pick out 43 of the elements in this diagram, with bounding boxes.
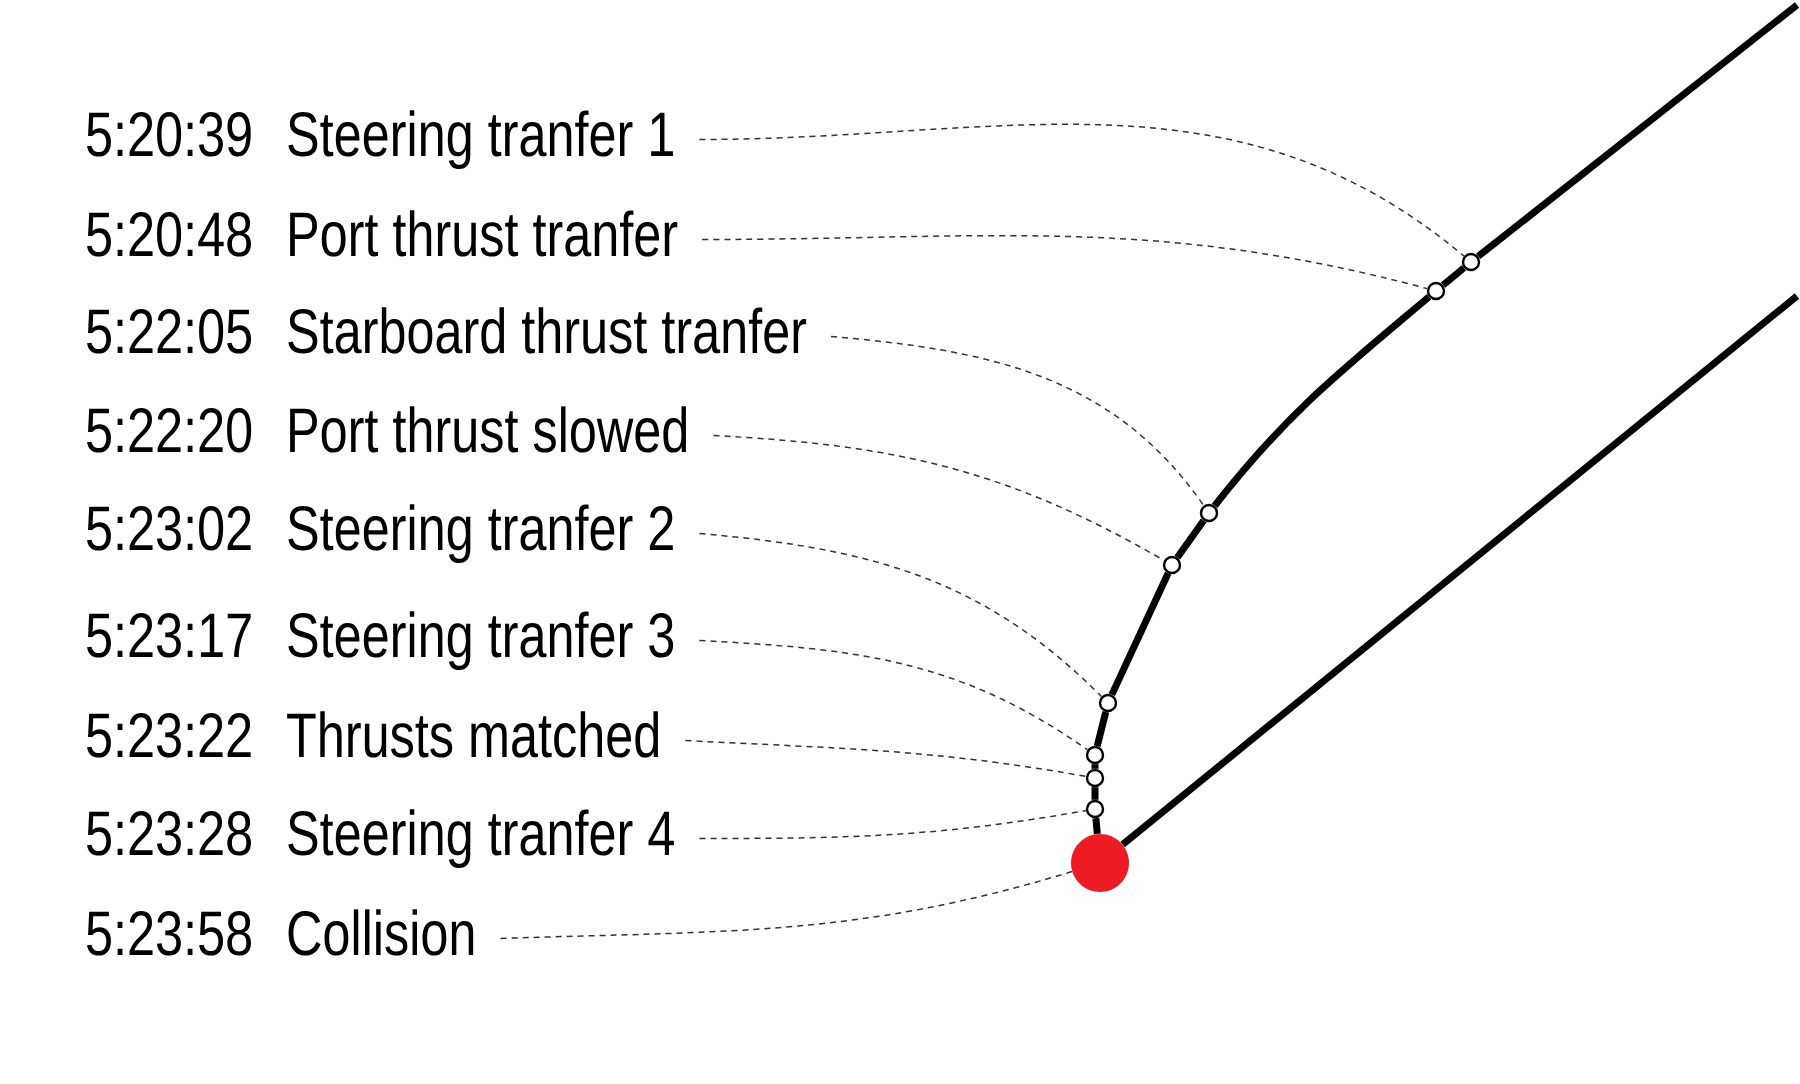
event-label: Port thrust tranfer [290,210,678,257]
ship-track [1120,293,1800,848]
time-label: 5:23:58 [87,911,251,956]
leader-line [698,809,1087,840]
leader-line [830,335,1205,507]
event-marker [1085,745,1105,765]
event-marker [1199,503,1219,523]
time-label: 5:20:48 [87,212,251,257]
time-label: 5:22:05 [87,309,252,354]
time-label: 5:23:02 [87,506,251,551]
leader-line [698,639,1089,751]
event-label: Steering tranfer 4 [288,809,674,869]
ship-track [1174,518,1207,560]
event-marker [1162,555,1182,575]
leader-line [701,234,1428,290]
event-label: Port thrust slowed [290,406,687,453]
collision-dot [1071,834,1129,892]
event-marker [1085,799,1105,819]
time-label: 5:23:28 [87,811,251,856]
leader-line [499,870,1073,940]
event-marker [1098,693,1118,713]
leader-line [698,123,1465,257]
event-label: Steering tranfer 1 [288,110,673,170]
ship-track [1211,294,1432,508]
event-marker [1426,281,1446,301]
ship-track [1476,2,1800,260]
time-label: 5:22:20 [87,408,252,453]
time-label: 5:23:22 [87,713,251,758]
event-label: Steering tranfer 3 [288,611,674,671]
leader-line [684,739,1087,778]
time-label: 5:23:17 [87,613,251,658]
ship-track [1108,571,1172,697]
ship-track [1092,817,1101,835]
event-marker [1085,768,1105,788]
event-label: Collision [288,909,474,956]
event-label: Thrusts matched [287,711,659,758]
ship-track [1440,265,1467,288]
ship-track [1093,711,1110,747]
leader-line [698,532,1103,698]
event-label: Starboard thrust tranfer [288,307,807,354]
time-label: 5:20:39 [87,112,251,157]
event-label: Steering tranfer 2 [288,504,673,564]
event-marker [1461,252,1481,272]
